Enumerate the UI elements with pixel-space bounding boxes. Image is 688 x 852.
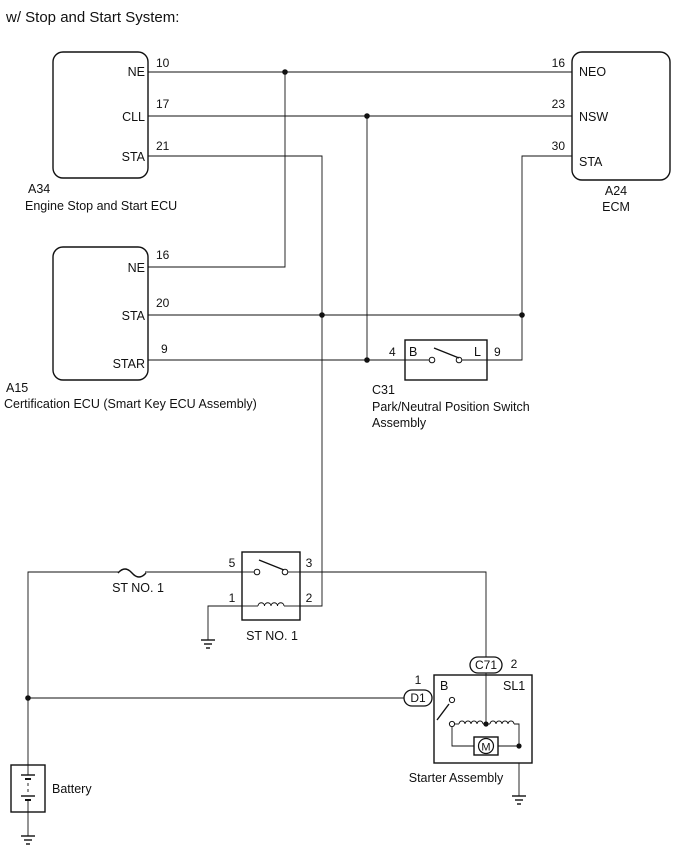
a15-code: A15	[6, 381, 28, 395]
starter-terminal-b: B	[440, 679, 448, 693]
wire-a15-ne	[148, 72, 286, 268]
a34-pin-sta-num: 21	[156, 139, 170, 153]
relay-pin-2: 2	[306, 591, 313, 605]
c31-name-line2: Assembly	[372, 416, 427, 430]
component-a15: NE STA STAR 16 20 9 A15 Certification EC…	[4, 246, 257, 411]
wire-a34-sta	[148, 155, 323, 607]
ground-icon	[201, 639, 215, 649]
relay-switch-arm	[258, 559, 285, 571]
relay-coil	[257, 602, 285, 607]
connector-c71-label: C71	[475, 658, 497, 672]
c31-pin-b-num: 4	[389, 345, 396, 359]
connector-d1	[403, 689, 433, 707]
a15-pin-ne-num: 16	[156, 248, 170, 262]
c31-contact-b	[428, 356, 436, 364]
a34-box	[52, 51, 149, 179]
junction-dot	[364, 113, 370, 119]
motor-label: M	[481, 742, 490, 754]
ground-icon	[21, 835, 35, 845]
a34-pin-cll-label: CLL	[122, 110, 145, 124]
c31-switch-arm	[433, 347, 460, 359]
a24-name: ECM	[602, 200, 630, 214]
junction-dot	[364, 357, 370, 363]
starter-contact-c	[448, 720, 456, 728]
connector-d1-num: 1	[415, 673, 422, 687]
a15-pin-sta-num: 20	[156, 296, 170, 310]
starter-label: Starter Assembly	[409, 771, 504, 785]
fuse-symbol	[117, 568, 147, 578]
battery-label: Battery	[52, 782, 92, 796]
junction-dot	[319, 312, 325, 318]
component-starter: C71 2 D1 1 B SL1 M Starter Assembly	[403, 656, 533, 785]
c31-contact-l	[455, 356, 463, 364]
junction-dot	[25, 695, 31, 701]
a24-pin-nsw-label: NSW	[579, 110, 608, 124]
a15-pin-sta-label: STA	[122, 309, 146, 323]
a34-pin-ne-label: NE	[128, 65, 145, 79]
wires	[27, 71, 572, 836]
a34-pin-ne-num: 10	[156, 56, 170, 70]
a34-code: A34	[28, 182, 50, 196]
relay-pin-1: 1	[229, 591, 236, 605]
page-title: w/ Stop and Start System:	[5, 9, 179, 26]
component-a24: NEO NSW STA 16 23 30 A24 ECM	[552, 51, 671, 214]
junction-dot	[516, 743, 522, 749]
c31-name-line1: Park/Neutral Position Switch	[372, 400, 530, 414]
wire-fuse-main	[27, 571, 254, 765]
starter-coil-2	[489, 720, 515, 725]
c31-pin-l-label: L	[474, 345, 481, 359]
relay-label: ST NO. 1	[246, 629, 298, 643]
a15-name: Certification ECU (Smart Key ECU Assembl…	[4, 397, 257, 411]
junction-dot	[282, 69, 288, 75]
c31-pin-l-num: 9	[494, 345, 501, 359]
wire-relay-starter	[292, 571, 487, 657]
a15-box	[52, 246, 149, 381]
component-battery: Battery	[10, 764, 92, 813]
motor-icon	[477, 737, 495, 755]
wire-a24-sta	[487, 155, 572, 361]
a34-pin-cll-num: 17	[156, 97, 170, 111]
component-a34: NE CLL STA 10 17 21 A34 Engine Stop and …	[25, 51, 177, 213]
junction-dots	[25, 69, 525, 701]
connector-c71-num: 2	[511, 657, 518, 671]
component-c31: B L 4 9 C31 Park/Neutral Position Switch…	[372, 339, 530, 430]
component-st-fuse: ST NO. 1	[112, 567, 164, 595]
a24-pin-neo-label: NEO	[579, 65, 606, 79]
component-st-relay: 5 3 1 2 ST NO. 1	[229, 551, 313, 643]
relay-box	[241, 551, 301, 621]
ground-icon	[512, 795, 526, 805]
a24-pin-neo-num: 16	[552, 56, 566, 70]
relay-contact	[253, 568, 261, 576]
connector-d1-label: D1	[410, 691, 426, 705]
c31-code: C31	[372, 383, 395, 397]
a34-name: Engine Stop and Start ECU	[25, 199, 177, 213]
wire-relay-ground	[207, 605, 254, 640]
c31-pin-b-label: B	[409, 345, 417, 359]
a34-pin-sta-label: STA	[122, 150, 146, 164]
relay-contact	[281, 568, 289, 576]
starter-coil-1	[458, 720, 484, 725]
junction-dot	[519, 312, 525, 318]
relay-pin-3: 3	[306, 556, 313, 570]
junction-dot	[483, 721, 489, 727]
a15-pin-ne-label: NE	[128, 261, 145, 275]
a24-pin-nsw-num: 23	[552, 97, 566, 111]
a24-pin-sta-num: 30	[552, 139, 566, 153]
a15-pin-star-num: 9	[161, 342, 168, 356]
starter-switch-arm	[436, 703, 450, 721]
starter-contact-b	[448, 696, 456, 704]
a24-box	[571, 51, 671, 181]
a15-pin-star-label: STAR	[113, 357, 145, 371]
relay-pin-5: 5	[229, 556, 236, 570]
starter-terminal-sl: SL1	[503, 679, 525, 693]
fuse-label: ST NO. 1	[112, 581, 164, 595]
a24-pin-sta-label: STA	[579, 155, 603, 169]
a24-code: A24	[605, 184, 627, 198]
